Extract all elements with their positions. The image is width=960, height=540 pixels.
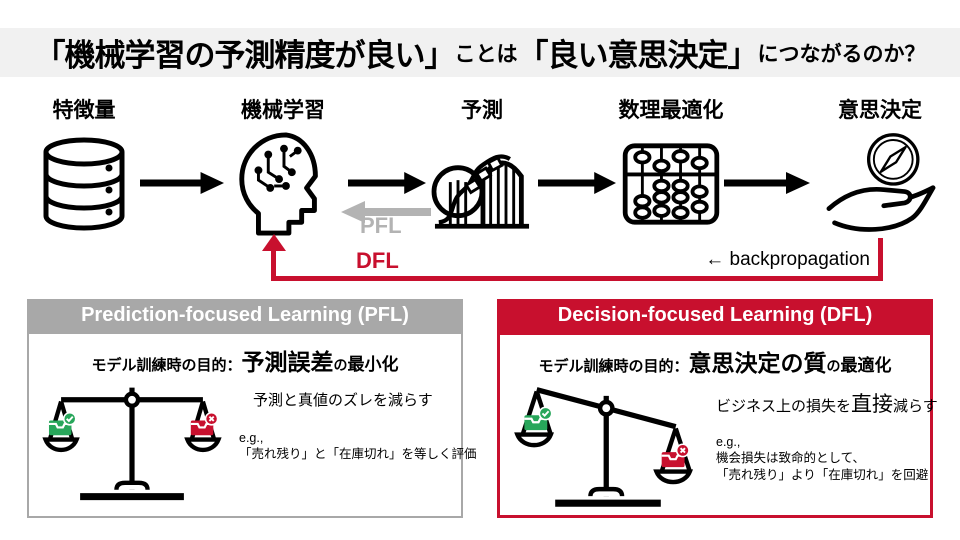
- pfl-arrow-icon: [341, 201, 431, 223]
- dfl-arrow-label: DFL: [356, 248, 399, 273]
- dfl-panel-body: モデル訓練時の目的：意思決定の質の最適化: [497, 332, 938, 518]
- pfl-example: e.g., 「売れ残り」と「在庫切れ」を等しく評価: [239, 431, 477, 462]
- bad-outcome-tray-icon: [190, 411, 219, 436]
- tilted-scale-icon: [514, 387, 694, 507]
- pfl-objective: モデル訓練時の目的：予測誤差の最小化: [91, 349, 399, 375]
- stage-optimization: 数理最適化: [608, 98, 734, 240]
- flow-arrow: [538, 172, 616, 194]
- pfl-panel-body: モデル訓練時の目的：予測誤差の最小化: [27, 332, 477, 518]
- flow-arrow: [140, 172, 224, 194]
- page-title-segment: につながるのか？: [757, 42, 926, 66]
- stage-label: 意思決定: [838, 99, 922, 122]
- dfl-loop-line: [878, 238, 883, 281]
- dfl-description: ビジネス上の損失を直接減らす: [716, 393, 938, 416]
- dfl-loop-line: [271, 250, 276, 281]
- dfl-loop-line: [271, 276, 883, 281]
- backpropagation-label: ← backpropagation: [705, 249, 870, 270]
- pfl-description: 予測と真値のズレを減らす: [253, 392, 433, 409]
- stage-label: 特徴量: [52, 99, 116, 122]
- page-title-segment: ことは: [454, 42, 518, 66]
- pfl-arrow-label: PFL: [360, 213, 402, 238]
- stage-label: 数理最適化: [618, 99, 724, 122]
- stage-label: 機械学習: [241, 99, 325, 122]
- stage-prediction: 予測: [420, 98, 544, 240]
- rollercoaster-curve-icon: [431, 154, 530, 229]
- pfl-panel: Prediction-focused Learning (PFL) モデル訓練時…: [27, 299, 477, 518]
- dfl-arrowhead-icon: [262, 234, 286, 251]
- pfl-panel-header: Prediction-focused Learning (PFL): [27, 299, 463, 332]
- dfl-panel-header: Decision-focused Learning (DFL): [497, 299, 933, 332]
- stage-features: 特徴量: [28, 98, 140, 240]
- title-banner: 「機械学習の予測精度が良い」 ことは 「良い意思決定」 につながるのか？: [0, 28, 960, 77]
- page-title-segment: 「良い意思決定」: [517, 38, 759, 73]
- abacus-icon: [622, 143, 720, 225]
- database-icon: [43, 137, 125, 231]
- hand-compass-icon: [826, 133, 936, 232]
- stage-machine-learning: 機械学習: [222, 98, 344, 240]
- flow-arrow: [724, 172, 810, 194]
- dfl-example: e.g., 機会損失は致命的として、 「売れ残り」より「在庫切れ」を回避: [716, 435, 929, 482]
- stage-label: 予測: [461, 99, 503, 122]
- bad-outcome-tray-icon: [661, 443, 690, 468]
- flow-arrow: [348, 172, 426, 194]
- stage-decision: 意思決定: [816, 98, 944, 240]
- ai-brain-head-icon: [239, 132, 318, 236]
- dfl-panel: Decision-focused Learning (DFL) モデル訓練時の目…: [497, 299, 938, 518]
- page-title-segment: 「機械学習の予測精度が良い」: [34, 38, 456, 73]
- dfl-objective: モデル訓練時の目的：意思決定の質の最適化: [538, 350, 892, 376]
- good-outcome-tray-icon: [48, 411, 77, 436]
- balanced-scale-icon: [42, 387, 222, 501]
- good-outcome-tray-icon: [524, 406, 553, 431]
